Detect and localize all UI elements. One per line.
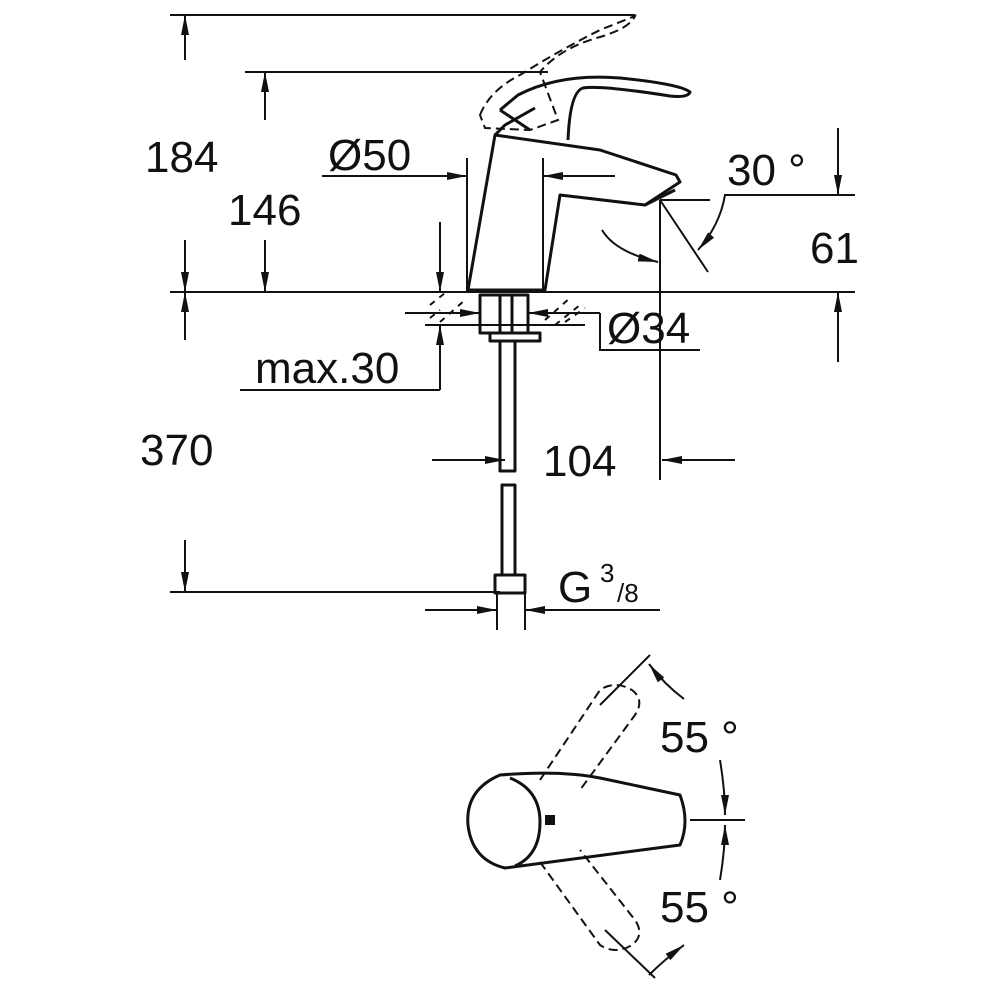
dimension-hose-length: 370 bbox=[140, 292, 213, 592]
label-61: 61 bbox=[810, 224, 859, 273]
label-370: 370 bbox=[140, 426, 213, 475]
supply-hose bbox=[493, 339, 527, 595]
label-184: 184 bbox=[145, 133, 218, 182]
label-55-degree-left: 55 ° bbox=[660, 713, 739, 762]
label-55-degree-right: 55 ° bbox=[660, 883, 739, 932]
dimension-hole-diameter: Ø34 bbox=[599, 304, 700, 353]
label-146: 146 bbox=[228, 186, 301, 235]
label-104: 104 bbox=[543, 437, 616, 486]
dimension-spout-height: 61 bbox=[810, 128, 859, 362]
dimension-total-height: 184 bbox=[145, 15, 218, 292]
label-max-30: max.30 bbox=[255, 344, 399, 393]
dimension-lever-height: 146 bbox=[228, 72, 301, 292]
label-diameter-50: Ø50 bbox=[328, 131, 411, 180]
label-g: G bbox=[558, 563, 592, 612]
reference-lines bbox=[170, 14, 855, 593]
dimension-deck-thickness: max.30 bbox=[240, 222, 444, 393]
dimension-projection: 104 bbox=[432, 265, 735, 486]
label-30-degree: 30 ° bbox=[727, 146, 806, 195]
dimension-spout-angle: 30 ° bbox=[601, 146, 855, 285]
faucet-top-view: 55 ° 55 ° bbox=[466, 654, 745, 979]
dimension-body-diameter: Ø50 bbox=[322, 131, 615, 292]
mounting-deck bbox=[405, 292, 600, 343]
label-g-denominator: /8 bbox=[617, 578, 639, 608]
label-g-numerator: 3 bbox=[600, 558, 614, 588]
faucet-side-view bbox=[466, 14, 692, 292]
dimension-connection-thread: G 3 /8 bbox=[425, 558, 660, 630]
label-diameter-34: Ø34 bbox=[607, 304, 690, 353]
